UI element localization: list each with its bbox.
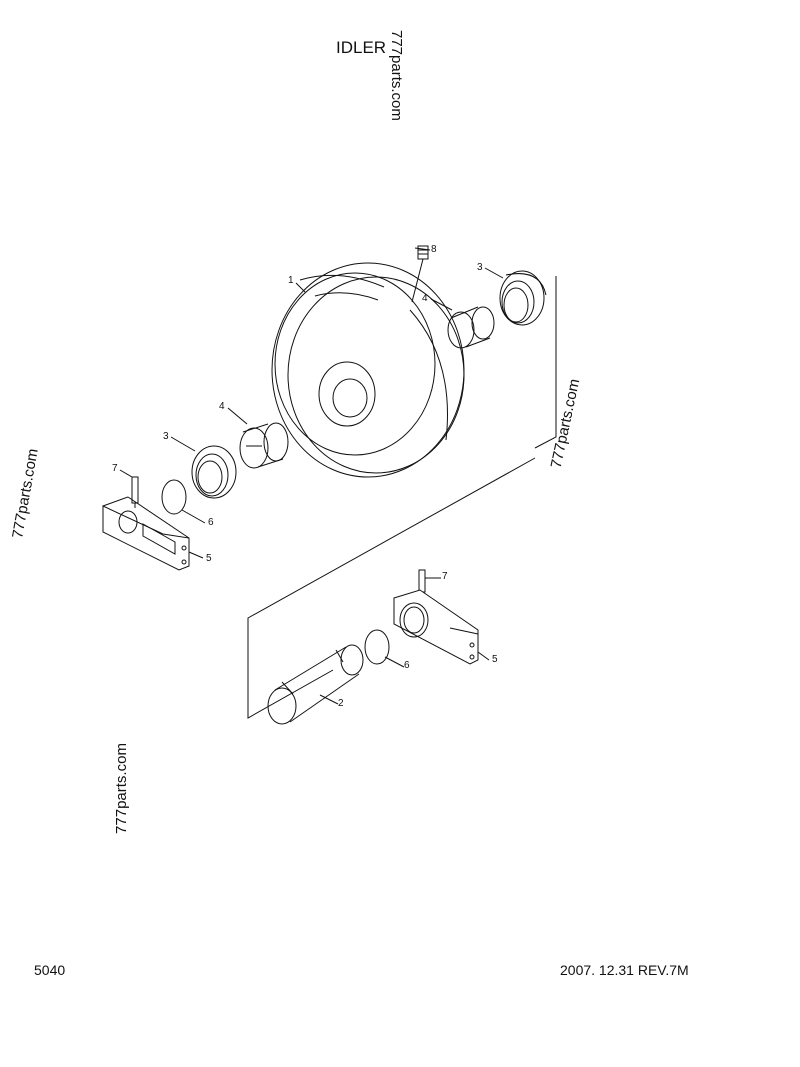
callout-7-upper: 7 (112, 463, 118, 474)
assembly-frame-lines (247, 276, 557, 719)
bushing-upper (447, 306, 495, 349)
seal-lower (191, 445, 237, 499)
callout-leader-lines (119, 247, 504, 705)
callout-1: 1 (288, 275, 294, 286)
bushing-lower (239, 422, 289, 469)
idler-wheel (271, 262, 465, 478)
page-code: 5040 (34, 962, 66, 978)
seal-upper (499, 270, 547, 326)
support-block-lower (393, 589, 479, 665)
callout-3-lower: 3 (163, 431, 169, 442)
pin-upper (131, 476, 139, 508)
grease-fitting (411, 245, 429, 303)
callout-3-upper: 3 (477, 262, 483, 273)
callout-6-lower: 6 (404, 660, 410, 671)
callout-5-upper: 5 (206, 553, 212, 564)
o-ring-upper (161, 479, 187, 515)
idler-shaft (267, 644, 364, 725)
callout-5-lower: 5 (492, 654, 498, 665)
callout-8: 8 (431, 244, 437, 255)
callout-4-lower: 4 (219, 401, 225, 412)
callout-2: 2 (338, 698, 344, 709)
callout-4-upper: 4 (422, 293, 428, 304)
revision-date: 2007. 12.31 REV.7M (560, 962, 689, 978)
o-ring-lower (364, 629, 390, 665)
diagram-title: IDLER (336, 38, 387, 57)
support-block-upper (102, 496, 190, 571)
callout-6-upper: 6 (208, 517, 214, 528)
callout-7-lower: 7 (442, 571, 448, 582)
